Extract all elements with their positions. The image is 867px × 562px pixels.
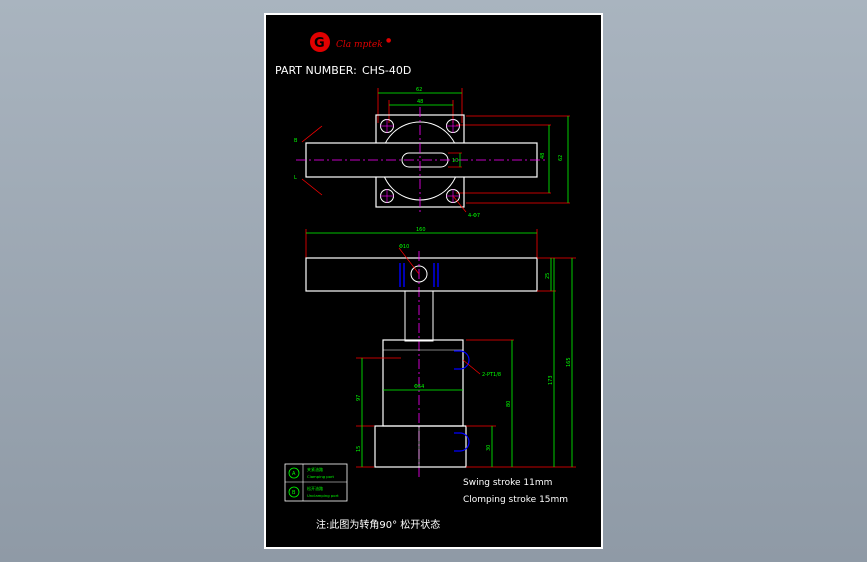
dim-left-height: 97: [356, 395, 362, 401]
dim-height-inner: 48: [540, 153, 546, 159]
dim-height-outer: 62: [558, 155, 564, 161]
dim-pin: Φ10: [399, 244, 409, 250]
logo-glyph: G: [314, 36, 325, 51]
legend-title-unclamp: 松开油路: [307, 485, 323, 491]
legend: A B 夹紧油路 Clamping port 松开油路 Unclamping p…: [284, 463, 348, 502]
dim-base-left: 15: [356, 446, 362, 452]
part-number-label: PART NUMBER:: [275, 64, 357, 77]
dim-total-a: 173: [548, 375, 554, 385]
clamping-stroke-note: Clomping stroke 15mm: [463, 495, 568, 505]
legend-symbol-b: B: [292, 490, 296, 496]
drawing-canvas: G Cla mptek ● PART NUMBER: CHS-40D 62 48: [275, 32, 576, 531]
rotation-arrow-lower: [301, 178, 323, 196]
dim-width-inner: 48: [417, 99, 423, 105]
legend-title-clamp: 夹紧油路: [307, 466, 323, 472]
base-flange: [374, 425, 467, 468]
logo-dot: ●: [386, 37, 391, 44]
drawing-sheet: G Cla mptek ● PART NUMBER: CHS-40D 62 48: [264, 13, 603, 549]
legend-box: [284, 463, 348, 502]
port-upper: [454, 350, 470, 370]
arrow-label-b: L: [294, 175, 297, 181]
part-number-value: CHS-40D: [362, 64, 411, 77]
dim-body-height: 80: [506, 401, 512, 407]
swing-stroke-note: Swing stroke 11mm: [463, 478, 552, 488]
legend-symbol-a: A: [292, 471, 296, 477]
dim-slot: 10: [452, 158, 458, 164]
dim-arm-length: 160: [416, 227, 426, 233]
dim-base: 30: [486, 445, 492, 451]
legend-subtitle-clamp: Clamping port: [307, 474, 335, 479]
front-view: 160 Φ10 2-PT1/8 Φ54: [305, 227, 576, 477]
logo: G Cla mptek ●: [310, 32, 391, 52]
cylinder-body: [382, 339, 464, 427]
arrow-label-a: B: [294, 138, 298, 144]
front-arm: [305, 257, 538, 292]
port-lower: [454, 432, 470, 452]
dim-port: 2-PT1/8: [482, 372, 501, 378]
logo-emblem: [310, 32, 330, 52]
hole-callout: 4-Φ7: [468, 213, 480, 219]
dim-body-dia: Φ54: [414, 384, 424, 390]
unclamp-port-symbol: [288, 486, 300, 498]
rotation-arrow-upper: [301, 125, 323, 143]
dim-width-outer: 62: [416, 87, 422, 93]
dim-total-b: 165: [566, 357, 572, 367]
logo-name: Cla mptek: [336, 40, 383, 50]
dim-arm-thickness: 25: [545, 273, 551, 279]
legend-subtitle-unclamp: Unclamping port: [307, 493, 339, 498]
clamp-port-symbol: [288, 467, 300, 479]
footnote: 注:此图为转角90° 松开状态: [316, 518, 440, 531]
top-view: 62 48 62 48: [294, 87, 570, 219]
piston-rod: [404, 290, 434, 342]
